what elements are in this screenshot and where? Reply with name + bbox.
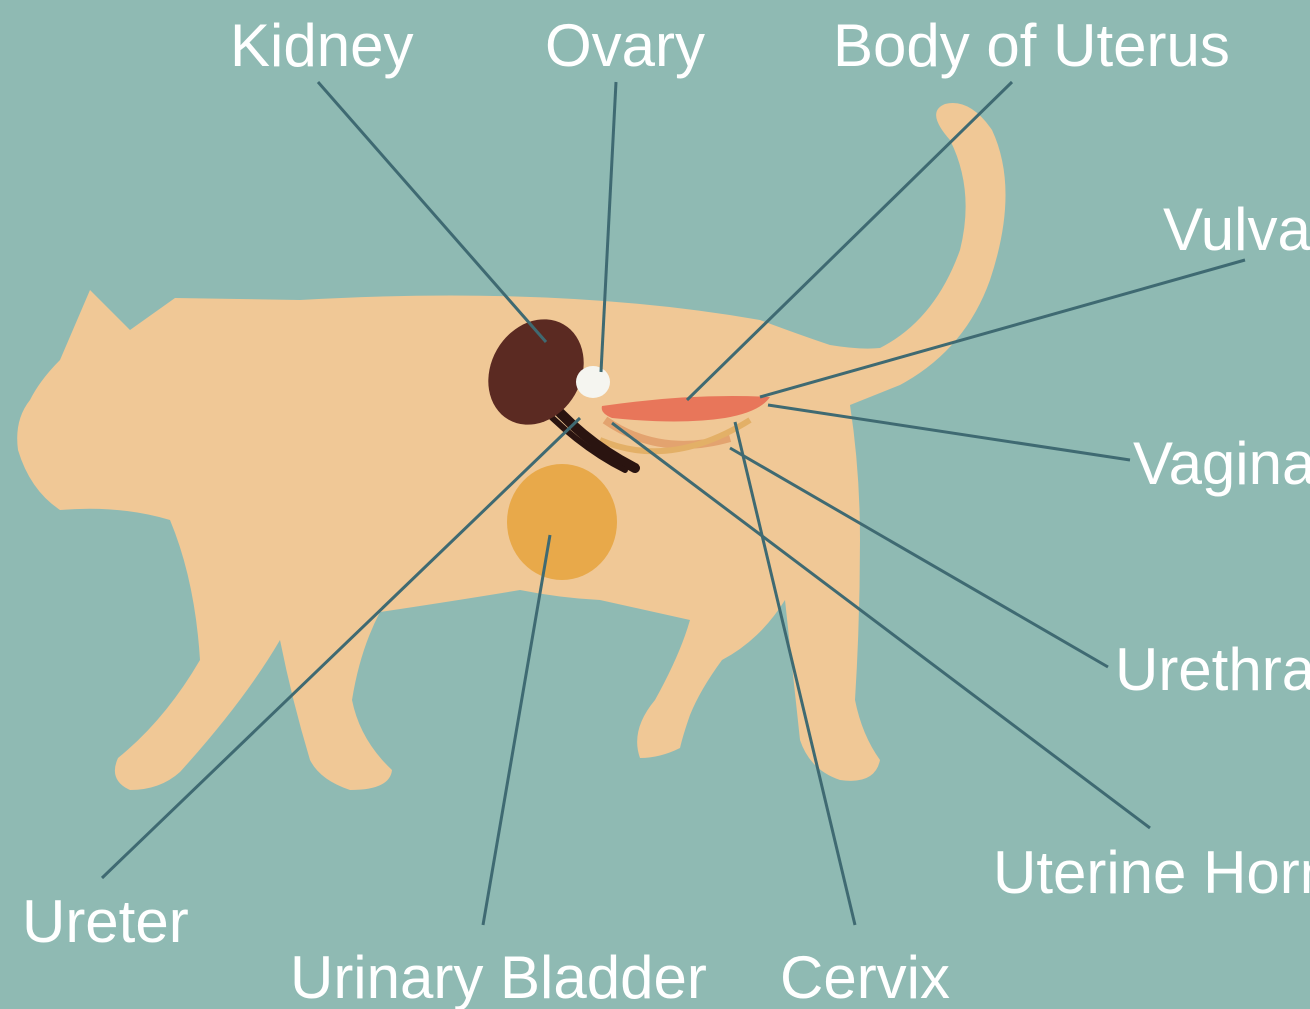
ovary-organ: [576, 366, 610, 398]
ovary-label: Ovary: [545, 12, 705, 79]
cervix-label: Cervix: [780, 944, 950, 1009]
vulva-label: Vulva: [1163, 196, 1310, 263]
ureter-label: Ureter: [22, 888, 189, 955]
uterine-horn-label: Uterine Horn: [993, 839, 1310, 906]
kidney-label: Kidney: [230, 12, 413, 79]
urethra-label: Urethra: [1115, 636, 1310, 703]
urinary-bladder-organ: [507, 464, 617, 580]
urinary-bladder-label: Urinary Bladder: [290, 944, 707, 1009]
vagina-label: Vagina: [1133, 430, 1310, 497]
body-of-uterus-label: Body of Uterus: [833, 12, 1230, 79]
